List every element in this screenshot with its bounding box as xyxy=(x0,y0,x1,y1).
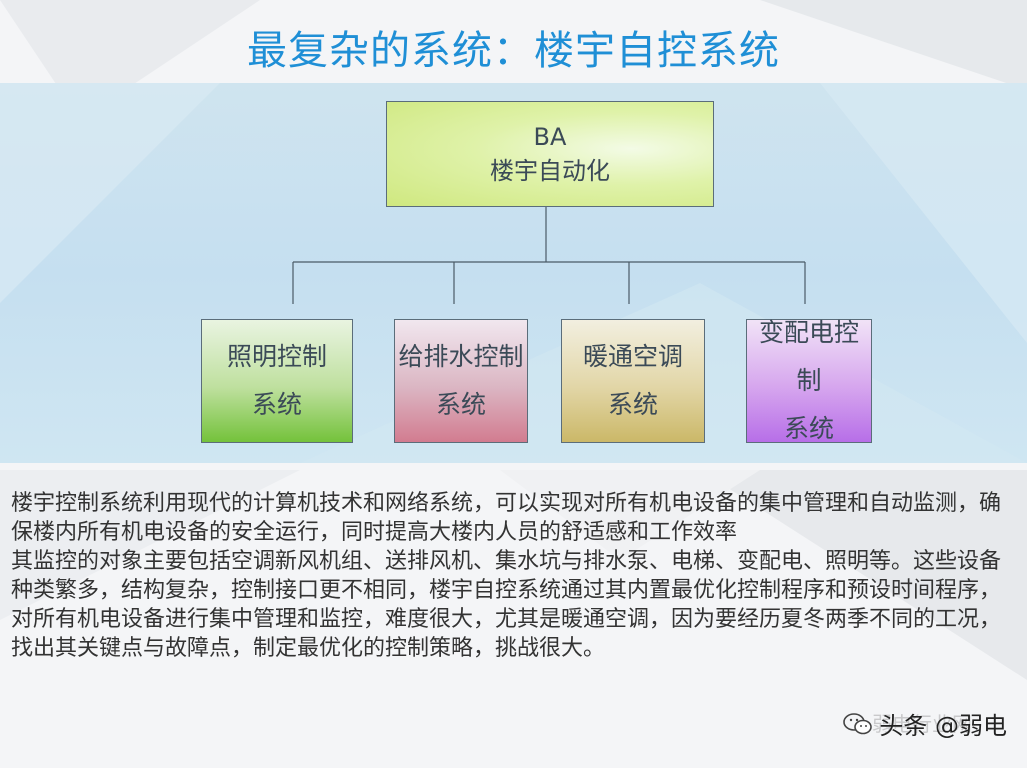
page-title: 最复杂的系统：楼宇自控系统 xyxy=(247,28,780,74)
root-node-ba: BA 楼宇自动化 xyxy=(386,101,714,207)
description-paragraph-2: 其监控的对象主要包括空调新风机组、送排风机、集水坑与排水泵、电梯、变配电、照明等… xyxy=(11,549,1002,661)
node-label-line2: 系统 xyxy=(251,390,302,419)
description-text: 楼宇控制系统利用现代的计算机技术和网络系统，可以实现对所有机电设备的集中管理和自… xyxy=(11,489,1016,663)
node-water-supply-drainage-control: 给排水控制 系统 xyxy=(394,319,528,443)
node-lighting-control: 照明控制 系统 xyxy=(201,319,353,443)
node-label-line1: 变配电控制 xyxy=(758,318,859,395)
watermark-ghost-text: 弱电行业网 xyxy=(872,712,972,736)
node-power-distribution-control: 变配电控制 系统 xyxy=(746,318,872,443)
node-hvac: 暖通空调 系统 xyxy=(561,319,705,443)
node-label-line2: 系统 xyxy=(783,414,834,443)
node-label-line2: 系统 xyxy=(435,390,486,419)
root-node-line1: BA xyxy=(533,123,567,151)
root-node-line2: 楼宇自动化 xyxy=(490,157,610,185)
watermark: 头条 @弱电 xyxy=(843,706,1007,741)
node-label-line1: 给排水控制 xyxy=(398,342,524,371)
node-label-line1: 照明控制 xyxy=(226,342,327,371)
watermark-text: 头条 @弱电 xyxy=(879,712,1007,740)
node-label-line2: 系统 xyxy=(607,390,658,419)
node-label-line1: 暖通空调 xyxy=(582,342,683,371)
description-paragraph-1: 楼宇控制系统利用现代的计算机技术和网络系统，可以实现对所有机电设备的集中管理和自… xyxy=(11,491,1002,545)
wechat-icon xyxy=(843,712,873,736)
